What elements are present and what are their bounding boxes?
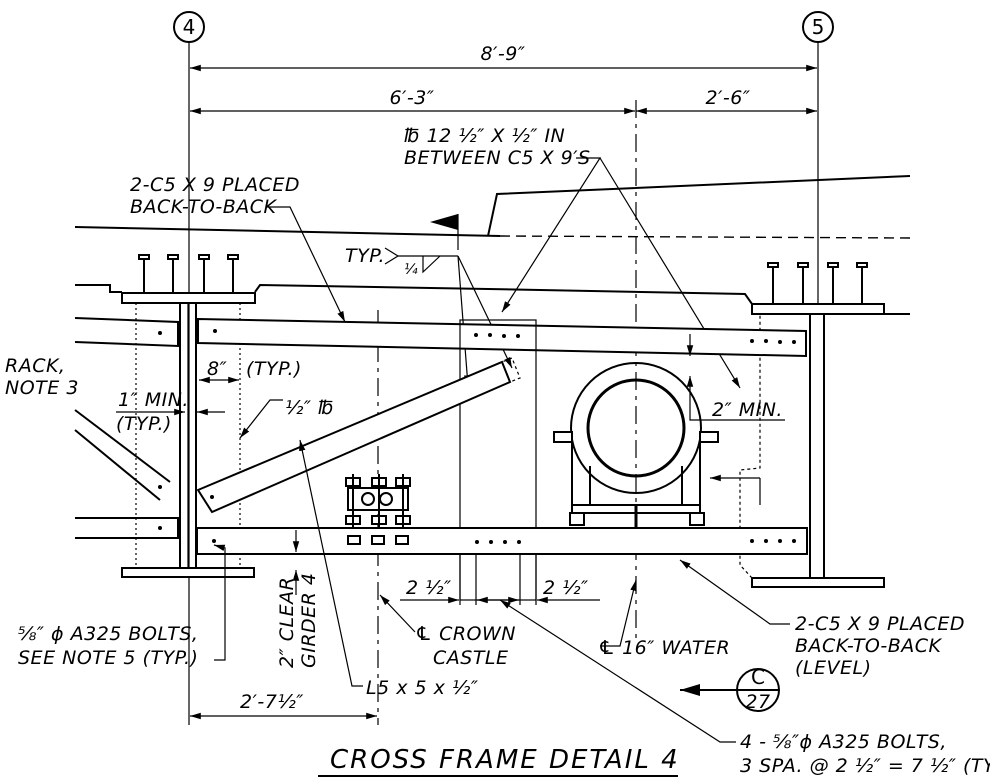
water-pipe — [553, 362, 719, 528]
note-plate-line2: BETWEEN C5 X 9′S — [404, 147, 591, 169]
note-top-channel-line1: 2-C5 X 9 PLACED — [130, 174, 300, 196]
grid-bubble-4: 4 — [173, 11, 205, 43]
dimension-two-half: 2 ½″ 2 ½″ — [400, 555, 600, 605]
dimension-split: 6′-3″ 2′-6″ — [190, 87, 817, 115]
note-bottom-channel-line3: (LEVEL) — [795, 657, 872, 679]
note-angle: L5 x 5 x ½″ — [299, 439, 478, 699]
dim-clear-line2: GIRDER 4 — [298, 573, 320, 669]
note-crown-castle: ℄ CROWN CASTLE — [379, 594, 516, 669]
shear-studs-right — [767, 262, 868, 304]
note-water: ℄ 16″ WATER — [598, 579, 730, 659]
grid-label-5: 5 — [812, 15, 825, 39]
dimension-eight: 8″ (TYP.) — [199, 358, 302, 384]
weld-size-label: ¼ — [404, 262, 418, 278]
dim-eight-label: 8″ — [207, 358, 227, 380]
left-girder — [75, 283, 489, 578]
note-plate-line1: ℔ 12 ½″ X ½″ IN — [404, 125, 565, 147]
dimension-overall: 8′-9″ — [190, 43, 817, 72]
note-bottom-channel-line2: BACK-TO-BACK — [795, 635, 943, 657]
dim-overall-label: 8′-9″ — [481, 43, 526, 65]
note-bolts-left: ⅝″ ϕ A325 BOLTS, SEE NOTE 5 (TYP.) — [18, 544, 226, 669]
note-rack-line1: RACK, — [5, 355, 65, 377]
dim-left-label: 6′-3″ — [390, 87, 435, 109]
leader-top-channel — [266, 206, 346, 323]
dim-one-min-label: 1″ MIN. — [118, 389, 189, 411]
deck-haunch — [487, 175, 911, 237]
note-crown-line1: ℄ CROWN — [415, 623, 516, 645]
diagonal-angle — [196, 357, 521, 514]
note-water-label: ℄ 16″ WATER — [598, 637, 730, 659]
dimension-one-min: 1″ MIN. (TYP.) — [116, 389, 225, 435]
note-half-plate: ½″ ℔ — [285, 397, 334, 419]
right-girder — [487, 288, 910, 588]
note-bolts-line2: SEE NOTE 5 (TYP.) — [18, 647, 198, 669]
section-flag — [430, 214, 458, 230]
crown-castle-clamp — [345, 474, 411, 545]
section-callout: C 27 — [680, 665, 780, 713]
note-rack-line2: NOTE 3 — [5, 377, 79, 399]
title-text: CROSS FRAME DETAIL 4 — [330, 745, 680, 775]
leader-half-plate — [239, 399, 283, 439]
drawing-title: CROSS FRAME DETAIL 4 — [318, 745, 680, 777]
note-top-channel-line2: BACK-TO-BACK — [130, 196, 278, 218]
dimension-two-min: 2″ MIN. — [686, 334, 785, 505]
dimension-bottom: 2′-7½″ — [190, 691, 377, 720]
dim-right-label: 2′-6″ — [706, 87, 751, 109]
note-bolts-line1: ⅝″ ϕ A325 BOLTS, — [18, 623, 198, 645]
dim-clear-line1: 2″ CLEAR — [276, 577, 298, 668]
weld-symbol: TYP. ¼ — [345, 245, 513, 387]
note-bolts-bottom: 4 - ⅝″ϕ A325 BOLTS, 3 SPA. @ 2 ½″ = 7 ½″… — [499, 599, 990, 777]
shear-studs-left — [138, 254, 239, 293]
note-bottom-channel: 2-C5 X 9 PLACED BACK-TO-BACK (LEVEL) — [679, 559, 965, 679]
dim-two-half-a-label: 2 ½″ — [406, 577, 452, 599]
note-bolt4-line1: 4 - ⅝″ϕ A325 BOLTS, — [740, 731, 947, 753]
dim-one-min-typ-label: (TYP.) — [116, 413, 172, 435]
grid-label-4: 4 — [183, 15, 196, 39]
dimension-two-clear: 2″ CLEAR GIRDER 4 — [276, 530, 320, 668]
top-channel — [197, 317, 807, 358]
dim-bottom-label: 2′-7½″ — [240, 691, 304, 713]
note-bottom-channel-line1: 2-C5 X 9 PLACED — [795, 613, 965, 635]
grid-bubble-5: 5 — [802, 11, 834, 43]
left-adjacent-members — [74, 317, 179, 539]
section-letter: C — [751, 665, 765, 689]
dim-two-half-b-label: 2 ½″ — [543, 577, 589, 599]
note-bolt4-line2: 3 SPA. @ 2 ½″ = 7 ½″ (TYP.) — [740, 755, 990, 777]
gusset-plate — [459, 319, 537, 601]
dim-eight-typ-label: (TYP.) — [246, 358, 302, 380]
section-sheet: 27 — [745, 691, 770, 713]
dim-two-min-label: 2″ MIN. — [712, 399, 783, 421]
note-crown-line2: CASTLE — [433, 647, 509, 669]
bottom-channel — [196, 527, 808, 555]
deck-hidden-line — [499, 235, 911, 239]
note-angle-label: L5 x 5 x ½″ — [366, 677, 478, 699]
weld-typ-label: TYP. — [345, 245, 385, 267]
deck-line — [74, 226, 501, 237]
